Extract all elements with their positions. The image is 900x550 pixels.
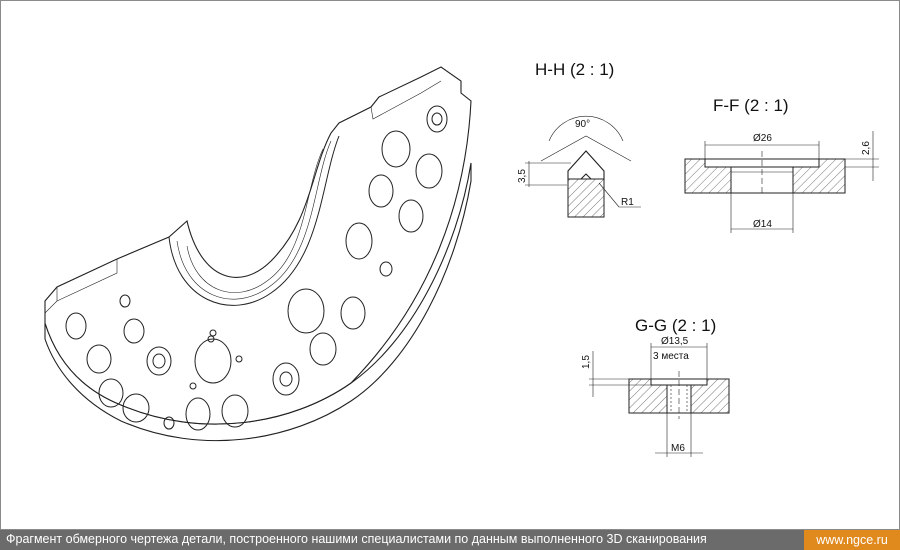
section-gg-title: G-G (2 : 1) (635, 316, 716, 335)
site-link[interactable]: www.ngce.ru (804, 530, 900, 550)
section-gg-thread: M6 (671, 443, 685, 454)
section-hh-angle: 90° (575, 119, 590, 130)
caption-bar: Фрагмент обмерного чертежа детали, постр… (0, 530, 900, 550)
caption-text: Фрагмент обмерного чертежа детали, постр… (6, 532, 707, 546)
section-gg-diameter: Ø13,5 (661, 336, 689, 347)
section-gg-count: 3 места (653, 351, 689, 362)
section-ff-title: F-F (2 : 1) (713, 96, 789, 115)
section-hh-title: H-H (2 : 1) (535, 60, 614, 79)
section-ff-diameter-top: Ø26 (753, 133, 772, 144)
section-ff-diameter-bottom: Ø14 (753, 219, 772, 230)
section-ff-depth: 2,6 (861, 141, 872, 155)
isometric-part-view (44, 66, 472, 442)
drawing-frame: H-H (2 : 1) 90° 3,5 R1 F-F (2 : 1) Ø26 Ø… (0, 0, 900, 530)
section-gg-depth: 1,5 (581, 355, 592, 369)
section-ff: F-F (2 : 1) Ø26 Ø14 2,6 (684, 96, 879, 233)
section-hh-radius: R1 (621, 197, 634, 208)
section-gg: G-G (2 : 1) Ø13,5 3 места 1,5 M6 (581, 316, 730, 457)
section-hh: H-H (2 : 1) 90° 3,5 R1 (517, 60, 641, 218)
section-hh-height: 3,5 (517, 169, 528, 183)
technical-drawing: H-H (2 : 1) 90° 3,5 R1 F-F (2 : 1) Ø26 Ø… (44, 60, 879, 457)
